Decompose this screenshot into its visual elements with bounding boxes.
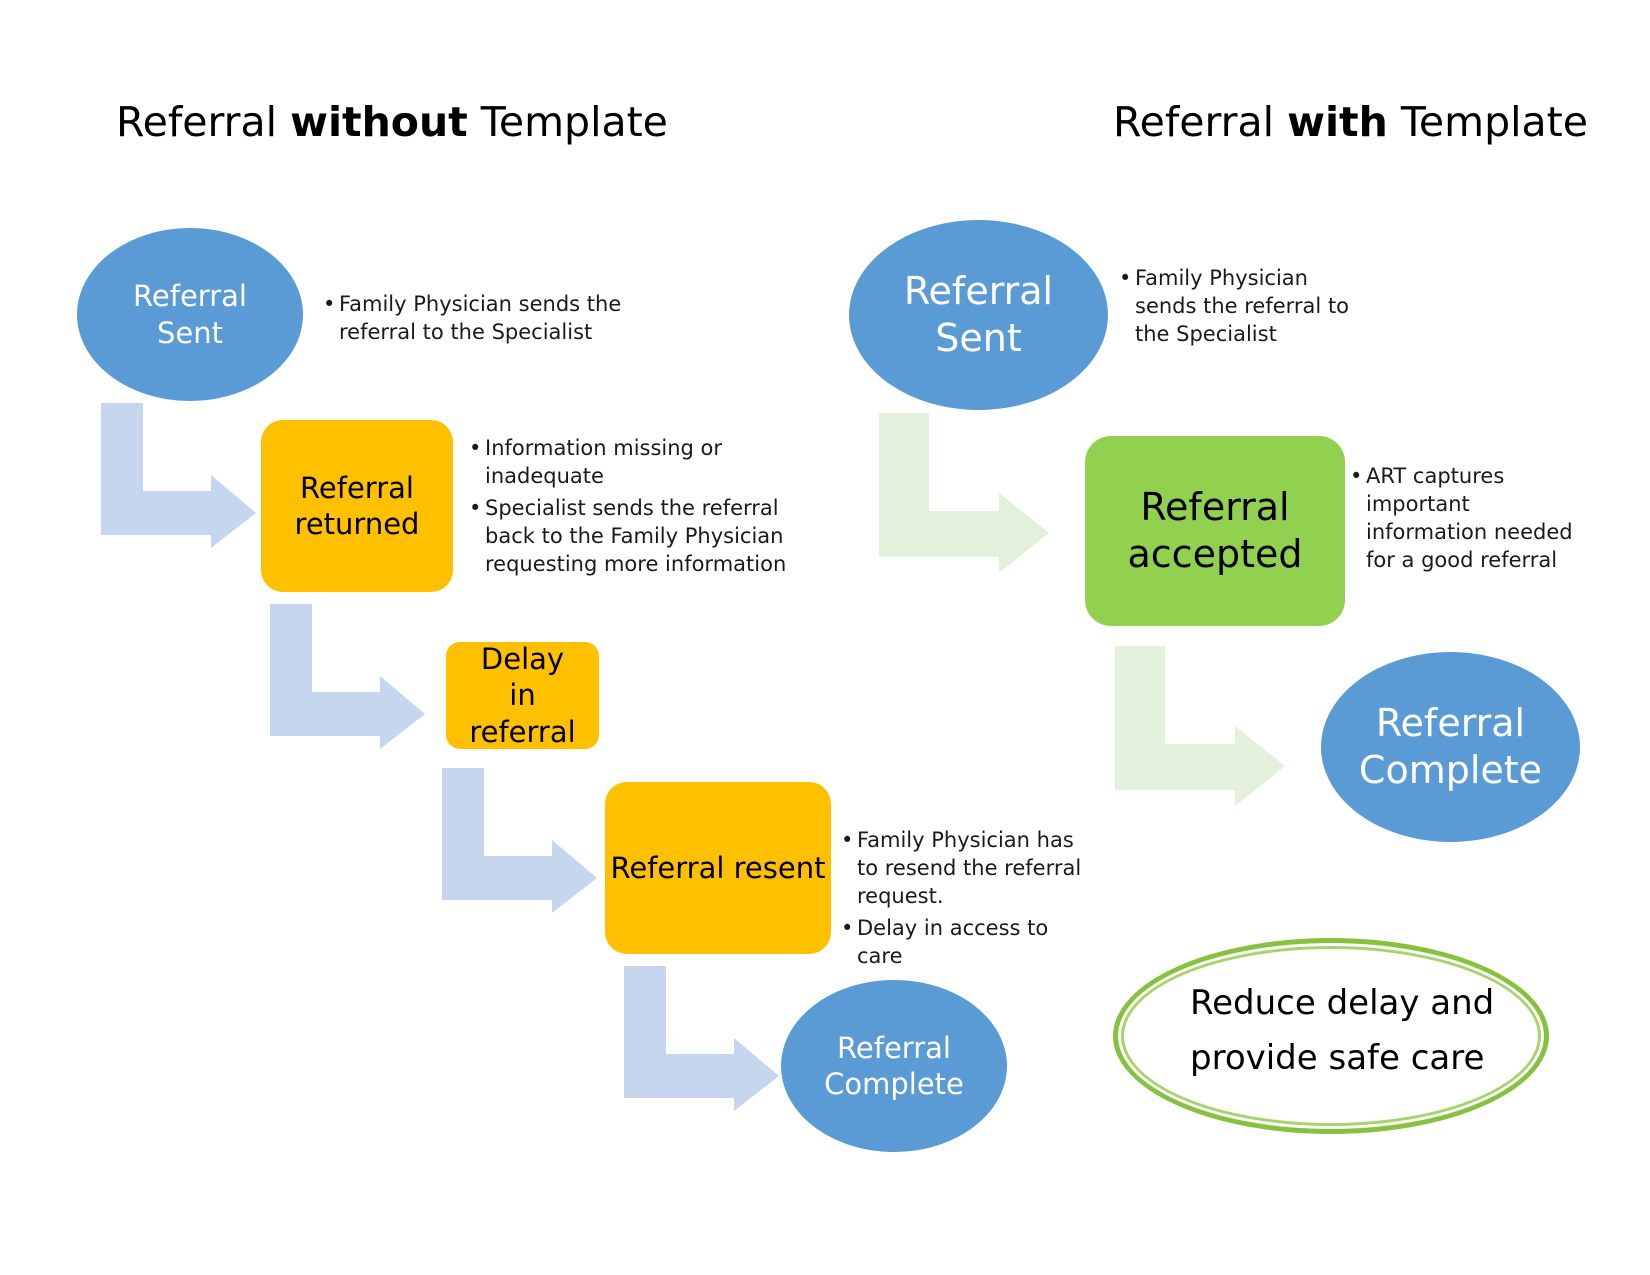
left-note-sent-item: Family Physician sends the referral to t… [323,290,693,346]
left-node-referral-resent: Referral resent [605,782,831,954]
left-note-resent-item-2: Delay in access to care [841,914,1091,970]
left-arrow-2 [270,604,425,749]
right-node-referral-sent: Referral Sent [849,220,1108,410]
right-node-referral-sent-label: Referral Sent [903,268,1054,361]
left-title: Referral without Template [116,98,668,146]
left-note-returned: Information missing or inadequate Specia… [469,434,834,582]
left-arrow-4 [624,966,779,1111]
right-node-referral-complete: Referral Complete [1321,652,1580,842]
left-note-returned-item-2: Specialist sends the referral back to th… [469,494,834,578]
right-arrow-1 [879,413,1049,573]
left-node-referral-complete: Referral Complete [781,980,1007,1152]
right-title: Referral with Template [1113,98,1588,146]
left-node-referral-sent: Referral Sent [77,228,303,401]
left-node-referral-returned: Referral returned [261,420,453,592]
right-note-sent: Family Physician sends the referral to t… [1119,264,1369,352]
callout-line-2: provide safe care [1190,1038,1485,1078]
left-title-pre: Referral [116,98,291,146]
left-title-bold: without [290,98,468,146]
right-title-pre: Referral [1113,98,1288,146]
left-node-delay-in-referral: Delay in referral [446,642,599,749]
right-note-sent-item: Family Physician sends the referral to t… [1119,264,1369,348]
right-node-referral-accepted-label: Referral accepted [1127,484,1303,577]
left-note-sent: Family Physician sends the referral to t… [323,290,693,350]
left-node-referral-sent-label: Referral Sent [133,279,247,350]
right-title-bold: with [1287,98,1388,146]
right-note-accepted-item: ART captures important information neede… [1350,462,1580,574]
left-note-resent-item-1: Family Physician has to resend the refer… [841,826,1091,910]
left-node-delay-label: Delay in referral [469,642,576,749]
left-arrow-3 [442,768,597,913]
right-title-post: Template [1387,98,1588,146]
right-node-referral-complete-label: Referral Complete [1358,700,1543,793]
left-arrow-1 [101,403,256,548]
left-note-returned-item-1: Information missing or inadequate [469,434,834,490]
callout-oval [1113,938,1549,1134]
right-arrow-2 [1115,646,1285,806]
left-node-referral-complete-label: Referral Complete [824,1030,964,1101]
callout-line-1: Reduce delay and [1190,983,1495,1023]
callout-text: Reduce delay and provide safe care [1190,976,1520,1086]
left-node-referral-returned-label: Referral returned [294,470,420,541]
right-note-accepted: ART captures important information neede… [1350,462,1580,578]
right-node-referral-accepted: Referral accepted [1085,436,1345,626]
left-note-resent: Family Physician has to resend the refer… [841,826,1091,974]
left-node-referral-resent-label: Referral resent [610,850,826,885]
left-title-post: Template [467,98,668,146]
